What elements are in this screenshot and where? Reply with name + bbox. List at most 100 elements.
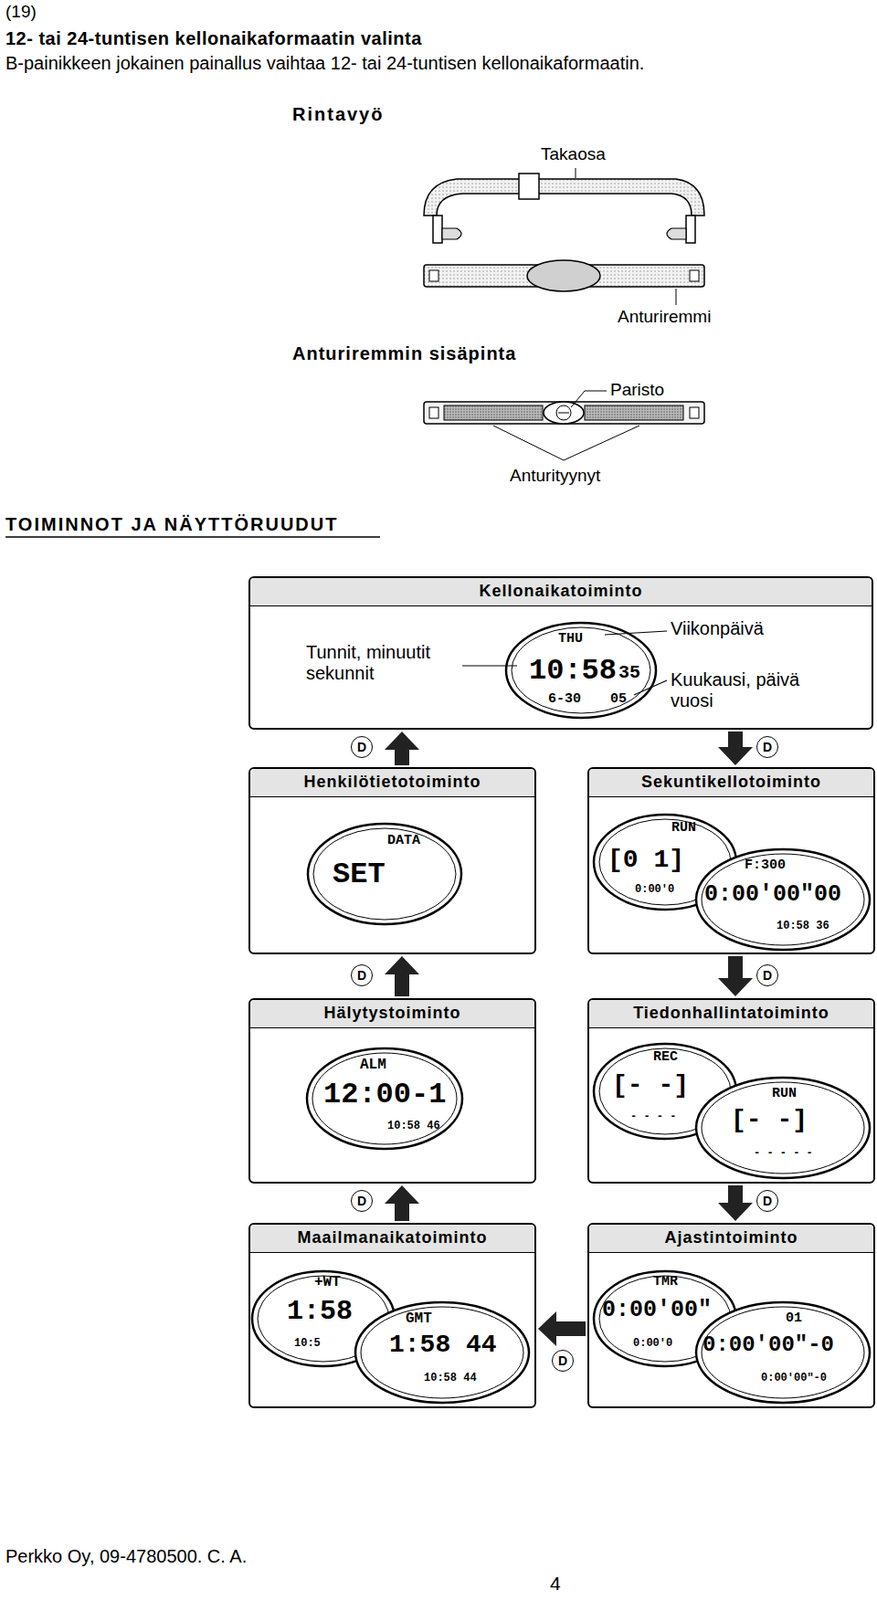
mode-box: HälytystoimintoALM 12:00-1 10:58 46 xyxy=(248,998,537,1184)
part-label: Anturiremmi xyxy=(617,306,711,328)
lcd-text: ALM xyxy=(359,1056,387,1074)
mode-title: Sekuntikellotoiminto xyxy=(589,772,874,793)
part-label: Paristo xyxy=(610,380,665,401)
lcd-text: THU xyxy=(558,631,583,647)
lcd-text: 35 xyxy=(618,662,641,684)
lcd-outline xyxy=(696,1077,870,1179)
lcd-text: 0:00'00"-0 xyxy=(702,1332,835,1359)
intro-text: B-painikkeen jokainen painallus vaihtaa … xyxy=(5,52,645,74)
section-heading: TOIMINNOT JA NÄYTTÖRUUDUT xyxy=(5,514,339,536)
button-label: D xyxy=(551,1350,574,1373)
page-number-ref: (19) xyxy=(5,1,37,22)
lcd-text: 10:58 44 xyxy=(423,1373,477,1386)
lcd-display-drawing xyxy=(250,769,535,953)
leader-line xyxy=(604,631,667,635)
mode-title: Ajastintoiminto xyxy=(589,1228,874,1248)
page-number: 4 xyxy=(549,1573,561,1596)
button-label: D xyxy=(350,1190,373,1213)
button-label: D xyxy=(350,736,373,759)
lcd-outline xyxy=(696,849,870,951)
mode-title: Hälytystoiminto xyxy=(250,1003,535,1024)
mode-title: Kellonaikatoiminto xyxy=(250,581,872,602)
lcd-inner xyxy=(360,1307,524,1399)
lcd-text: 0:00'0 xyxy=(634,884,675,898)
footer-text: Perkko Oy, 09-4780500. C. A. xyxy=(5,1546,247,1568)
mode-title: Tiedonhallintatoiminto xyxy=(589,1003,874,1024)
part-label: Takaosa xyxy=(540,144,606,165)
lcd-inner xyxy=(312,1053,457,1145)
lcd-text: RUN xyxy=(771,1086,797,1102)
arrow-shape xyxy=(718,731,753,766)
lcd-text: 0:00'00" xyxy=(602,1298,712,1325)
lcd-inner xyxy=(701,1082,865,1174)
button-label: D xyxy=(756,736,779,759)
section-heading: Anturiremmin sisäpinta xyxy=(292,343,517,365)
lcd-text: 12:00-1 xyxy=(323,1078,446,1113)
arrow-shape xyxy=(718,956,753,997)
mode-arrow xyxy=(384,956,420,997)
lcd-text: [- -] xyxy=(612,1071,689,1101)
lcd-inner xyxy=(701,854,865,946)
lcd-text: 6-30 xyxy=(548,691,582,708)
lcd-text: 0:00'00"-0 xyxy=(760,1373,827,1386)
mode-arrow xyxy=(718,731,753,766)
arrow-shape xyxy=(384,1185,420,1222)
lcd-text: - - - - xyxy=(630,1111,677,1125)
callout-text: Tunnit, minuutit sekunnit xyxy=(306,642,457,685)
lcd-text: - - - - - xyxy=(753,1148,814,1162)
mode-box: AjastintoimintoTMR 0:00'00" 0:00'0 01 0:00'0… xyxy=(587,1223,876,1409)
lcd-inner xyxy=(511,627,651,714)
lcd-text: 05 xyxy=(610,691,627,708)
arrow-shape xyxy=(718,1185,753,1222)
lcd-text: 01 xyxy=(785,1310,803,1327)
lcd-outline xyxy=(696,1302,870,1404)
mode-box: HenkilötietotoimintoDATASET xyxy=(248,767,537,955)
leader-line xyxy=(462,665,518,666)
lcd-outline xyxy=(355,1302,529,1404)
lcd-outline xyxy=(307,824,462,925)
button-label: D xyxy=(756,964,779,987)
lcd-outline xyxy=(506,623,656,719)
lcd-inner xyxy=(701,1307,865,1399)
mode-arrow xyxy=(718,1185,753,1222)
section-heading: Rintavyö xyxy=(292,104,384,126)
lcd-text: 10:58 xyxy=(528,655,617,689)
lcd-text: [0 1] xyxy=(607,845,685,876)
lcd-outline xyxy=(306,1048,463,1150)
callout-text: Viikonpäivä xyxy=(670,618,835,640)
mode-arrow xyxy=(538,1311,586,1347)
lcd-text: RUN xyxy=(671,820,697,836)
mode-box: TiedonhallintatoimintoREC [- -] - - - - RUN… xyxy=(587,998,876,1184)
button-label: D xyxy=(756,1190,779,1213)
part-label: Anturityynyt xyxy=(509,465,601,487)
lcd-text: TMR xyxy=(653,1274,678,1290)
lcd-text: REC xyxy=(653,1049,678,1066)
arrow-shape xyxy=(538,1311,586,1347)
lcd-text: +WT xyxy=(314,1274,341,1291)
mode-arrow xyxy=(384,1185,420,1222)
arrow-shape xyxy=(384,731,420,766)
lcd-text: 1:58 xyxy=(286,1296,353,1329)
lcd-text: 10:58 36 xyxy=(776,920,830,934)
lcd-text: [- -] xyxy=(730,1106,808,1136)
lcd-text: 10:5 xyxy=(294,1338,321,1352)
mode-title: Henkilötietotoiminto xyxy=(250,772,535,793)
lcd-text: SET xyxy=(332,858,386,893)
mode-title: Maailmanaikatoiminto xyxy=(250,1228,535,1248)
lcd-inner xyxy=(313,828,456,920)
lcd-text: F:300 xyxy=(744,857,786,874)
mode-box: Maailmanaikatoiminto +WT 1:58 10:5 GMT 1:58 4… xyxy=(248,1223,537,1409)
lcd-text: 10:58 46 xyxy=(387,1120,441,1134)
mode-box: KellonaikatoimintoTHU 10:5835 6-30 05 Tunnit… xyxy=(248,576,874,730)
lcd-text: GMT xyxy=(405,1310,433,1328)
button-label: D xyxy=(350,964,373,987)
mode-arrow xyxy=(718,956,753,997)
mode-box: SekuntikellotoimintoRUN [0 1] 0:00'0 F:300 0… xyxy=(587,767,876,955)
mode-arrow xyxy=(384,731,420,766)
arrow-shape xyxy=(384,956,420,997)
callout-text: Kuukausi, päivä vuosi xyxy=(670,669,831,712)
lcd-text: 0:00'0 xyxy=(633,1338,673,1352)
lcd-text: 0:00'00"00 xyxy=(704,882,842,909)
lcd-text: DATA xyxy=(387,833,421,849)
lcd-text: 1:58 44 xyxy=(389,1331,497,1361)
